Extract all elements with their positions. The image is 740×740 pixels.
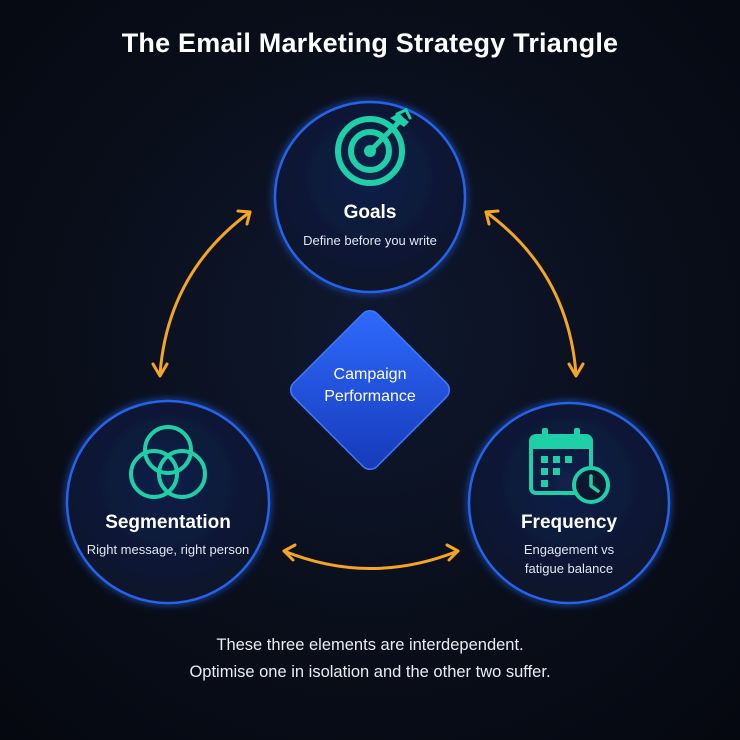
page-title: The Email Marketing Strategy Triangle bbox=[121, 28, 619, 58]
frequency-subtitle-line1: Engagement vs bbox=[523, 542, 615, 557]
segmentation-subtitle: Right message, right person bbox=[86, 542, 250, 557]
segmentation-title: Segmentation bbox=[105, 512, 231, 533]
node-goals bbox=[273, 100, 467, 294]
center-diamond bbox=[289, 309, 451, 471]
arrow-segmentation-frequency bbox=[282, 543, 460, 570]
target-icon bbox=[335, 108, 412, 186]
footer-line2: Optimise one in isolation and the other … bbox=[189, 663, 551, 681]
frequency-title: Frequency bbox=[520, 512, 618, 533]
calendar-clock-icon bbox=[529, 428, 610, 504]
frequency-subtitle-line2: fatigue balance bbox=[524, 561, 614, 576]
goals-title: Goals bbox=[343, 202, 397, 223]
footer-line1: These three elements are interdependent. bbox=[216, 636, 524, 654]
arrow-goals-segmentation bbox=[151, 209, 252, 378]
frequency-subtitle: Engagement vs fatigue balance bbox=[489, 540, 649, 578]
center-label-line1: Campaign bbox=[333, 366, 407, 383]
center-label-line2: Performance bbox=[324, 388, 416, 405]
arrow-goals-frequency bbox=[484, 209, 585, 378]
node-segmentation bbox=[65, 399, 271, 605]
node-frequency bbox=[467, 401, 671, 605]
venn-circles-icon bbox=[129, 425, 207, 499]
goals-subtitle: Define before you write bbox=[303, 233, 437, 248]
center-label: Campaign Performance bbox=[290, 364, 450, 408]
